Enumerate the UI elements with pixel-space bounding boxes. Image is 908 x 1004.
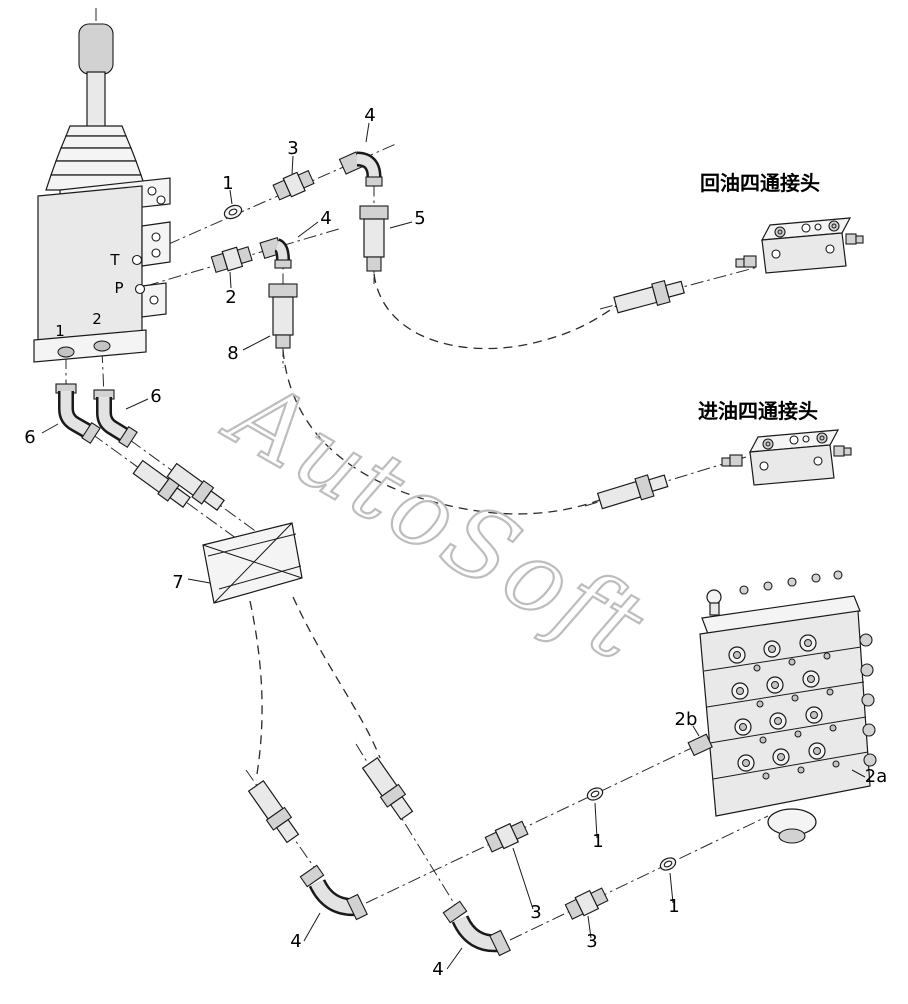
hose-fitting-upper-b bbox=[166, 462, 225, 511]
clamp-part-7 bbox=[202, 522, 303, 604]
hose-lines bbox=[249, 273, 617, 781]
elbow-part-4-bottom-left bbox=[299, 864, 368, 921]
valve-side-flange bbox=[141, 221, 171, 318]
port-t-hole bbox=[131, 254, 143, 266]
o-ring-part-1-bottom-mid bbox=[586, 787, 604, 801]
callout-2b: 2b bbox=[675, 709, 698, 730]
return-manifold-label: 回油四通接头 bbox=[700, 171, 820, 195]
callout-2: 2 bbox=[225, 287, 236, 308]
valve-block-side-plugs bbox=[859, 633, 877, 767]
port-label-1: 1 bbox=[55, 322, 65, 340]
callout-3-top: 3 bbox=[287, 138, 298, 159]
bellows-boot bbox=[45, 125, 147, 191]
valve-body bbox=[37, 185, 143, 345]
connector-part-3-bottom-mid bbox=[484, 820, 529, 853]
callout-1-bottom-right: 1 bbox=[668, 896, 679, 917]
callout-4-mid: 4 bbox=[320, 208, 331, 229]
main-control-valve-block bbox=[687, 570, 877, 844]
inlet-hose-fitting bbox=[596, 474, 669, 510]
callout-1-bottom-mid: 1 bbox=[592, 831, 603, 852]
elbow-part-6-left bbox=[55, 383, 101, 445]
connector-part-3-bottom-right bbox=[564, 887, 609, 920]
return-manifold-block bbox=[735, 217, 864, 274]
inlet-manifold-block bbox=[721, 429, 852, 486]
callout-4-top: 4 bbox=[364, 105, 375, 126]
valve-part-8 bbox=[268, 283, 298, 349]
hose-fitting-lower-left bbox=[247, 780, 300, 844]
elbow-part-4-top bbox=[338, 151, 383, 187]
pilot-valve-assembly: T P 1 2 bbox=[33, 23, 171, 363]
washer-part-1-top bbox=[223, 204, 243, 220]
valve-block-port-2b-stub bbox=[687, 733, 713, 757]
port-label-p: P bbox=[114, 279, 123, 297]
o-ring-part-1-bottom-right bbox=[659, 857, 677, 871]
port-p-hole bbox=[134, 283, 146, 295]
return-hose-fitting bbox=[613, 279, 685, 314]
valve-port-2 bbox=[93, 340, 111, 352]
elbow-part-4-mid bbox=[259, 237, 292, 269]
callout-5: 5 bbox=[414, 208, 425, 229]
elbow-part-6-right bbox=[93, 389, 138, 449]
callout-3-bottom-right: 3 bbox=[586, 931, 597, 952]
callout-4-bottom-center: 4 bbox=[432, 959, 443, 980]
elbow-part-4-bottom-center bbox=[442, 900, 511, 957]
watermark-text: AutoSoft bbox=[207, 355, 666, 685]
hose-fitting-upper-a bbox=[132, 459, 191, 508]
handle-knob bbox=[78, 23, 114, 75]
callout-1-top: 1 bbox=[222, 173, 233, 194]
handle-shaft bbox=[86, 71, 106, 129]
port-label-t: T bbox=[109, 251, 120, 269]
callout-6-left: 6 bbox=[24, 427, 35, 448]
valve-block-ports bbox=[728, 634, 840, 780]
callout-4-bottom-left: 4 bbox=[290, 931, 301, 952]
inlet-manifold-label: 进油四通接头 bbox=[698, 399, 818, 423]
port-label-2: 2 bbox=[92, 310, 102, 328]
valve-part-5 bbox=[359, 205, 389, 272]
callout-8: 8 bbox=[227, 343, 238, 364]
callouts: 1 3 4 4 5 2 8 6 6 7 2b 2a 3 1 4 4 3 bbox=[24, 105, 887, 980]
hose-fitting-lower-center bbox=[361, 757, 414, 821]
callout-6-right: 6 bbox=[150, 386, 161, 407]
valve-port-1 bbox=[57, 346, 75, 358]
connector-part-3-top bbox=[272, 169, 315, 201]
connector-part-2 bbox=[210, 246, 253, 274]
callout-2a: 2a bbox=[865, 766, 887, 787]
callout-3-bottom-mid: 3 bbox=[530, 902, 541, 923]
callout-7: 7 bbox=[172, 572, 183, 593]
